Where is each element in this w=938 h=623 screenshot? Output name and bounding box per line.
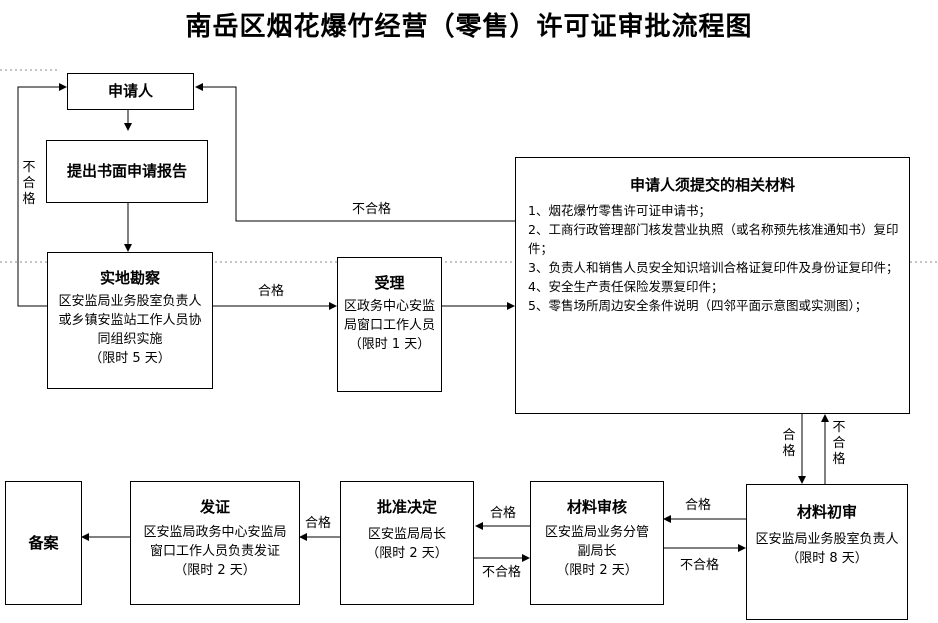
pass-label-survey: 合格 xyxy=(258,284,285,299)
decision-body: 区安监局局长 xyxy=(367,527,446,542)
fail-label-first-review: 不合格 xyxy=(832,420,846,467)
pass-label-materials: 合格 xyxy=(782,428,796,459)
issue-title: 发证 xyxy=(199,498,230,516)
accept-title: 受理 xyxy=(374,274,405,292)
survey-title: 实地勘察 xyxy=(99,269,160,287)
arrow-survey-fail-to-applicant xyxy=(17,83,67,307)
accept-time: （限时 1 天） xyxy=(348,337,431,352)
review-time: （限时 2 天） xyxy=(556,563,638,578)
materials-item: 3、负责人和销售人员安全知识培训合格证复印件及身份证复印件； xyxy=(528,260,899,275)
accept-box: 受理 区政务中心安监局窗口工作人员 （限时 1 天） xyxy=(337,257,442,392)
page-title: 南岳区烟花爆竹经营（零售）许可证审批流程图 xyxy=(185,12,753,42)
materials-item: 4、安全生产责任保险发票复印件； xyxy=(528,279,724,294)
decision-time: （限时 2 天） xyxy=(366,546,448,561)
first-review-time: （限时 8 天） xyxy=(786,551,868,566)
first-review-box: 材料初审 区安监局业务股室负责人 （限时 8 天） xyxy=(746,484,908,620)
issue-box: 发证 区安监局政务中心安监局窗口工作人员负责发证 （限时 2 天） xyxy=(130,481,300,605)
fail-label-survey: 不合格 xyxy=(22,160,36,207)
materials-title: 申请人须提交的相关材料 xyxy=(629,176,795,194)
report-title: 提出书面申请报告 xyxy=(66,162,187,180)
survey-time: （限时 5 天） xyxy=(89,351,171,366)
archive-title: 备案 xyxy=(28,534,59,552)
pass-label-decision: 合格 xyxy=(305,516,332,531)
review-box: 材料审核 区安监局业务分管副局长 （限时 2 天） xyxy=(530,481,664,605)
applicant-box: 申请人 xyxy=(67,73,194,110)
first-review-body: 区安监局业务股室负责人 xyxy=(755,532,899,547)
materials-box: 申请人须提交的相关材料 1、烟花爆竹零售许可证申请书； 2、工商行政管理部门核发… xyxy=(515,157,910,414)
pass-label-first-review: 合格 xyxy=(685,498,712,513)
survey-box: 实地勘察 区安监局业务股室负责人或乡镇安监站工作人员协同组织实施 （限时 5 天… xyxy=(47,252,213,389)
review-body: 区安监局业务分管副局长 xyxy=(544,525,649,559)
fail-label-materials: 不合格 xyxy=(352,202,392,217)
pass-label-review: 合格 xyxy=(490,506,517,521)
materials-item: 2、工商行政管理部门核发营业执照（或名称预先核准通知书）复印件； xyxy=(528,222,899,256)
materials-item: 5、零售场所周边安全条件说明（四邻平面示意图或实测图）； xyxy=(528,298,868,313)
review-title: 材料审核 xyxy=(566,498,627,516)
decision-box: 批准决定 区安监局局长 （限时 2 天） xyxy=(340,481,474,605)
accept-body: 区政务中心安监局窗口工作人员 xyxy=(344,299,436,333)
fail-label-review: 不合格 xyxy=(680,558,720,573)
archive-box: 备案 xyxy=(5,481,82,605)
decision-title: 批准决定 xyxy=(376,498,437,516)
report-box: 提出书面申请报告 xyxy=(46,140,208,203)
materials-list: 1、烟花爆竹零售许可证申请书； 2、工商行政管理部门核发营业执照（或名称预先核准… xyxy=(516,201,909,315)
first-review-title: 材料初审 xyxy=(796,503,857,521)
fail-label-decision: 不合格 xyxy=(482,565,522,580)
applicant-title: 申请人 xyxy=(107,82,153,100)
issue-body: 区安监局政务中心安监局窗口工作人员负责发证 xyxy=(143,525,287,559)
materials-item: 1、烟花爆竹零售许可证申请书； xyxy=(528,203,711,218)
survey-body: 区安监局业务股室负责人或乡镇安监站工作人员协同组织实施 xyxy=(58,294,202,347)
issue-time: （限时 2 天） xyxy=(174,563,256,578)
arrow-materials-fail-to-applicant xyxy=(195,83,515,222)
